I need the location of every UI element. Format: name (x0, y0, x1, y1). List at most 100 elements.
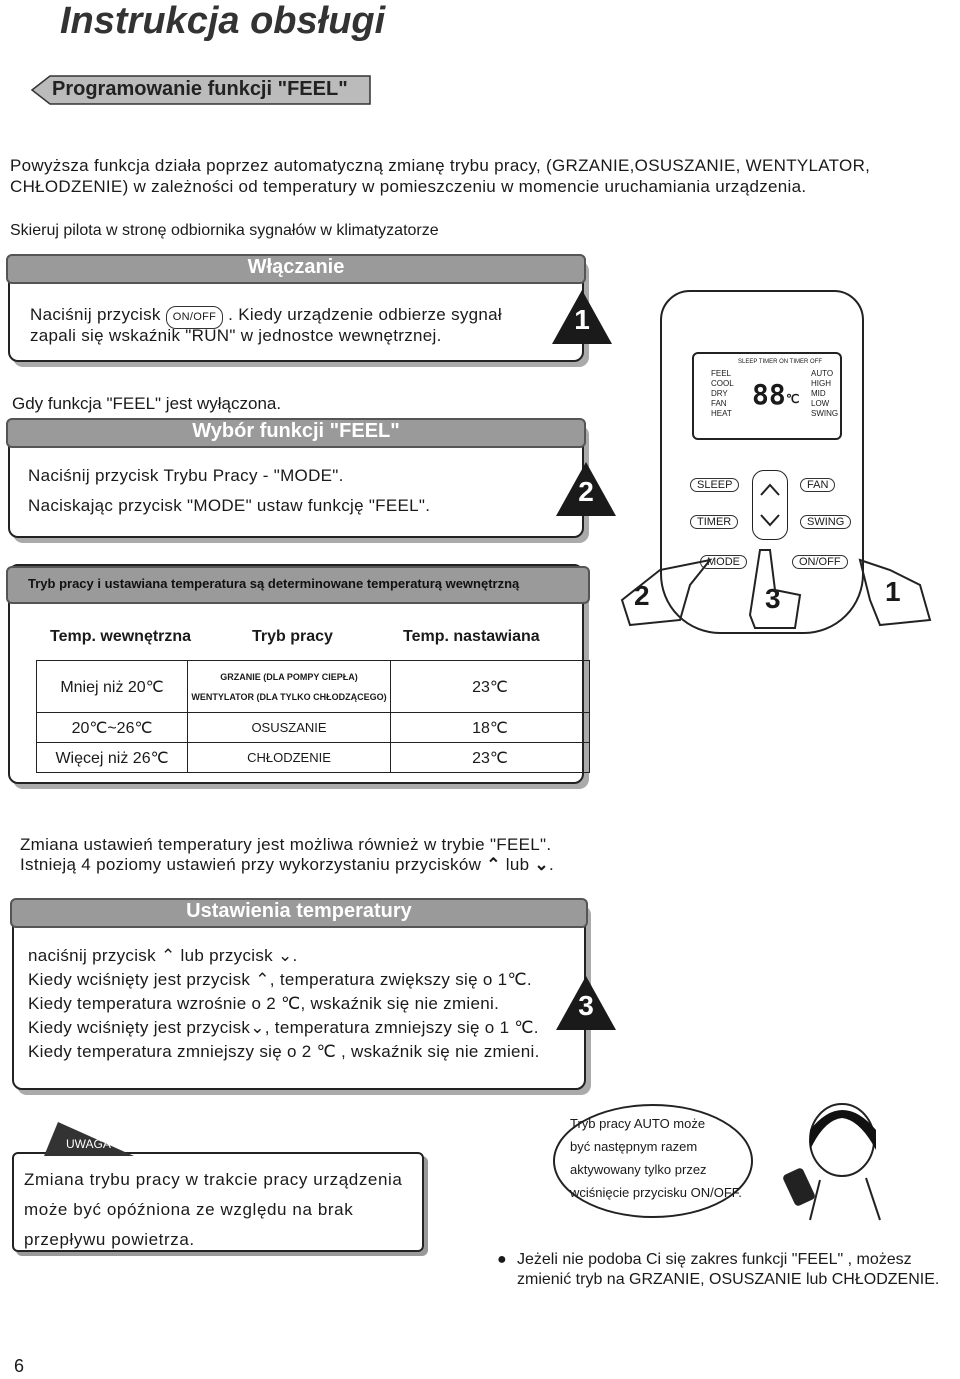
speed-label: LOW (811, 399, 830, 408)
step1-text-b: . Kiedy urządzenie odbierze sygnał (228, 305, 503, 324)
step3-text: naciśnij przycisk ⌃ lub przycisk ⌄. Kied… (28, 944, 540, 1064)
cell-mode: CHŁODZENIE (187, 742, 391, 773)
cell-inside: Więcej niż 26℃ (36, 742, 188, 773)
bubble-text: Tryb pracy AUTO może być następnym razem… (570, 1112, 742, 1204)
speed-label: AUTO (811, 369, 834, 378)
hand-number: 1 (885, 576, 901, 607)
sleep-button[interactable]: SLEEP (690, 478, 740, 492)
speech-bubble (553, 1104, 753, 1218)
step3-number-badge: 3 (556, 976, 616, 1030)
change-note-1: Zmiana ustawień temperatury jest możliwa… (20, 835, 552, 854)
warning-line: może być opóźniona ze względu na brak (24, 1200, 354, 1219)
mode-label: FAN (711, 399, 727, 408)
step1-bar: Włączanie (6, 254, 586, 284)
table-caption: Tryb pracy i ustawiana temperatura są de… (28, 576, 520, 591)
step1-text: Naciśnij przycisk ON/OFF . Kiedy urządze… (30, 304, 502, 329)
up-arrow-icon: ⌃ (255, 970, 270, 989)
step3-l2a: Kiedy wciśnięty jest przycisk (28, 970, 251, 989)
mode-label: COOL (711, 379, 734, 388)
change-note-2a: Istnieją 4 poziomy ustawień przy wykorzy… (20, 855, 482, 874)
down-arrow-icon: ⌄ (277, 946, 293, 965)
page-title: Instrukcja obsługi (60, 0, 386, 42)
fan-button[interactable]: FAN (800, 478, 836, 492)
warning-text: Zmiana trybu pracy w trakcie pracy urząd… (24, 1165, 402, 1255)
mode-label: FEEL (711, 369, 732, 378)
speed-label: MID (811, 389, 826, 398)
step3-line: Kiedy wciśnięty jest przycisk⌄, temperat… (28, 1016, 540, 1040)
warning-box (12, 1152, 424, 1252)
step3-box (12, 900, 586, 1090)
remote-digits: 88 (752, 378, 786, 411)
up-arrow-icon: ⌃ (486, 855, 501, 874)
remote-top-labels: SLEEP TIMER ON TIMER OFF (738, 359, 823, 365)
cell-inside: 20℃~26℃ (36, 712, 188, 743)
step3-l3: Kiedy temperatura wzrośnie o 2 ℃, wskaźn… (28, 994, 500, 1013)
mode-label: HEAT (711, 409, 732, 418)
section-tag: Programowanie funkcji "FEEL" (30, 74, 371, 105)
warning-line: Zmiana trybu pracy w trakcie pracy urząd… (24, 1170, 403, 1189)
warning-line: przepływu powietrza. (24, 1230, 195, 1249)
bubble-line: być następnym razem (570, 1139, 698, 1154)
step1-text-c: zapali się wskaźnik "RUN" w jednostce we… (30, 326, 442, 345)
step3-l1b: lub przycisk (180, 946, 273, 965)
change-note-2b: lub (505, 855, 530, 874)
step2-line1: Naciśnij przycisk Trybu Pracy - "MODE". (28, 466, 344, 485)
header-inside: Temp. wewnętrzna (50, 628, 192, 645)
woman-with-remote-icon (783, 1103, 881, 1221)
remote-speeds: AUTO HIGH MID LOW SWING (811, 369, 838, 419)
up-down-buttons[interactable] (752, 470, 788, 540)
cell-mode: GRZANIE (DLA POMPY CIEPŁA) WENTYLATOR (D… (187, 660, 391, 713)
step2-line2: Naciskając przycisk "MODE" ustaw funkcję… (28, 496, 431, 515)
mode-label: DRY (711, 389, 728, 398)
temperature-table: Mniej niż 20℃ GRZANIE (DLA POMPY CIEPŁA)… (36, 660, 590, 773)
table-caption-bar (6, 566, 590, 604)
aim-remote-text: Skieruj pilota w stronę odbiornika sygna… (10, 222, 439, 239)
step3-line: naciśnij przycisk ⌃ lub przycisk ⌄. (28, 946, 298, 965)
step1-text-a: Naciśnij przycisk (30, 305, 161, 324)
step2-bar: Wybór funkcji "FEEL" (6, 418, 586, 448)
remote-control (660, 290, 864, 634)
cell-set: 23℃ (390, 742, 590, 773)
bullet-line-1: Jeżeli nie podoba Ci się zakres funkcji … (517, 1251, 912, 1268)
table-row: Mniej niż 20℃ GRZANIE (DLA POMPY CIEPŁA)… (36, 660, 590, 713)
cell-inside: Mniej niż 20℃ (36, 660, 188, 713)
down-arrow-icon: ⌄ (250, 1018, 265, 1037)
remote-unit: ℃ (786, 392, 800, 406)
bullet-dot-icon: ● (497, 1251, 507, 1268)
mode-fan: WENTYLATOR (DLA TYLKO CHŁODZĄCEGO) (191, 691, 387, 702)
step3-l4a: Kiedy wciśnięty jest przycisk (28, 1018, 251, 1037)
step3-line: Kiedy wciśnięty jest przycisk ⌃, tempera… (28, 968, 540, 992)
section-tag-label: Programowanie funkcji "FEEL" (52, 78, 348, 100)
intro-text: Powyższa funkcja działa poprzez automaty… (10, 156, 871, 196)
speed-label: HIGH (811, 379, 831, 388)
step3-bar: Ustawienia temperatury (10, 898, 588, 928)
onoff-button[interactable]: ON/OFF (792, 555, 848, 569)
step3-l4b: , temperatura zmniejszy się o 1 ℃. (264, 1018, 539, 1037)
feel-off-text: Gdy funkcja "FEEL" jest wyłączona. (12, 394, 282, 413)
mode-heat: GRZANIE (DLA POMPY CIEPŁA) (220, 671, 358, 682)
step1-number-badge: 1 (552, 290, 612, 344)
down-arrow-icon: ⌄ (534, 855, 549, 874)
swing-button[interactable]: SWING (800, 515, 852, 529)
change-note-2: Istnieją 4 poziomy ustawień przy wykorzy… (20, 855, 554, 874)
speed-label: SWING (811, 409, 839, 418)
warning-tag: UWAGA (66, 1137, 111, 1151)
cell-set: 18℃ (390, 712, 590, 743)
remote-modes: FEEL COOL DRY FAN HEAT (711, 369, 734, 419)
step3-l2b: , temperatura zwiększy się o 1℃. (269, 970, 532, 989)
page-number: 6 (14, 1356, 25, 1376)
step2-number-badge: 2 (556, 462, 616, 516)
bubble-line: aktywowany tylko przez (570, 1162, 707, 1177)
bullet-line-2: zmienić tryb na GRZANIE, OSUSZANIE lub C… (517, 1271, 940, 1288)
bubble-line: Tryb pracy AUTO może (570, 1116, 706, 1131)
bubble-line: wciśnięcie przycisku ON/OFF. (570, 1185, 742, 1200)
remote-display: SLEEP TIMER ON TIMER OFF FEEL COOL DRY F… (692, 352, 842, 440)
warning-tag-icon (44, 1122, 134, 1156)
pointing-hands-icon (620, 549, 932, 629)
timer-button[interactable]: TIMER (690, 515, 739, 529)
cell-set: 23℃ (390, 660, 590, 713)
table-row: 20℃~26℃ OSUSZANIE 18℃ (36, 712, 590, 743)
header-set: Temp. nastawiana (403, 628, 540, 645)
up-arrow-icon: ⌃ (160, 946, 176, 965)
cell-mode: OSUSZANIE (187, 712, 391, 743)
